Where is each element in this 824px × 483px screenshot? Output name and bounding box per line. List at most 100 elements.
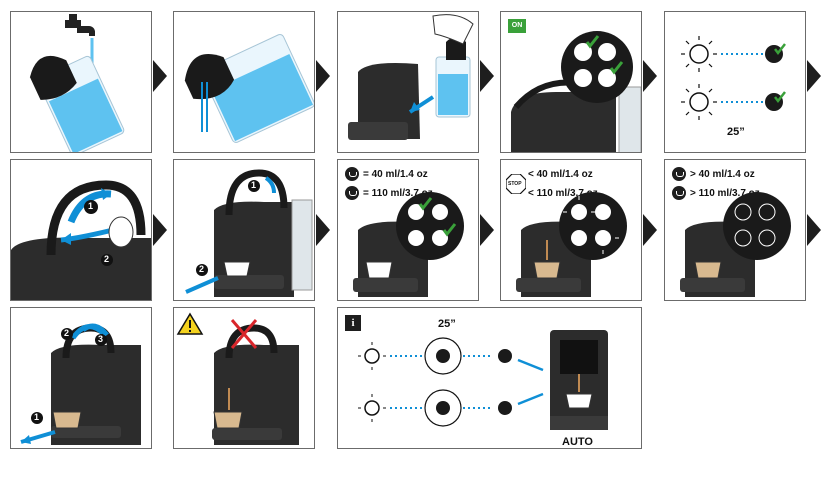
cup-icon [52, 411, 82, 429]
checkmark-icon [774, 43, 786, 56]
callout-1: 1 [251, 180, 257, 190]
espresso-button-icon [436, 349, 450, 363]
water-tank-icon [184, 33, 314, 143]
cup-icon [565, 393, 593, 409]
stop-brewing-illustration [516, 192, 627, 297]
espresso-button-icon [345, 167, 359, 181]
stop-espresso-label: < 40 ml/1.4 oz [528, 169, 593, 180]
open-lever-illustration [11, 180, 151, 300]
switch-on-illustration [511, 31, 641, 152]
stop-sign-icon [506, 174, 526, 194]
lungo-button-icon [498, 401, 512, 415]
espresso-volume-label: = 40 ml/1.4 oz [363, 169, 428, 180]
lungo-button-icon [595, 204, 611, 220]
close-lid-illustration [184, 33, 314, 143]
warning-icon [176, 312, 204, 335]
panel-larger-volume: > 40 ml/1.4 oz > 110 ml/3.7 oz [664, 159, 806, 301]
espresso-button-icon [408, 230, 424, 246]
capsule-icon [108, 216, 134, 248]
step-arrow [807, 214, 821, 246]
panel-heat-up: 25” [664, 11, 806, 153]
step-arrow [643, 214, 657, 246]
machine-front-icon [550, 330, 608, 430]
lungo-button-icon [758, 229, 776, 247]
cup-icon [694, 261, 722, 279]
checkmark-icon [418, 197, 433, 211]
callout-3: 3 [98, 334, 104, 344]
lungo-volume-label: = 110 ml/3.7 oz [363, 188, 433, 199]
panel-brew-volumes: = 40 ml/1.4 oz = 110 ml/3.7 oz [337, 159, 479, 301]
lungo-button-icon [345, 186, 359, 200]
espresso-button-icon [734, 203, 752, 221]
cup-icon [365, 261, 393, 279]
lungo-button-icon [598, 69, 616, 87]
panel-info-auto: i 25” AUTO [337, 307, 642, 449]
water-tank-icon [435, 37, 471, 118]
close-lever-illustration [185, 169, 313, 297]
auto-time-label: 25” [438, 318, 456, 330]
step-arrow [316, 60, 330, 92]
water-tank-icon [29, 55, 125, 152]
rinse-time-label: 25” [727, 126, 745, 138]
callout-2: 2 [104, 254, 110, 264]
espresso-button-icon [574, 43, 592, 61]
on-badge: ON [508, 19, 526, 33]
lungo-button-icon [595, 230, 611, 246]
lungo-button-icon [598, 43, 616, 61]
lungo-button-icon [758, 203, 776, 221]
espresso-button-icon [571, 204, 587, 220]
button-panel-zoom [561, 31, 633, 103]
stop-sign-label: STOP [508, 181, 522, 187]
panel-stop-brewing: STOP < 40 ml/1.4 oz < 110 ml/3.7 oz [500, 159, 642, 301]
cup-icon [223, 261, 251, 277]
callout-2: 2 [199, 264, 205, 274]
callout-1: 1 [88, 201, 94, 211]
espresso-button-icon [408, 204, 424, 220]
panel-open-lever: 1 2 [10, 159, 152, 301]
callout-2: 2 [64, 328, 70, 338]
panel-insert-tank [337, 11, 479, 153]
panel-remove-cup: 2 3 1 [10, 307, 152, 449]
checkmark-icon [585, 35, 600, 49]
hand-icon [432, 14, 474, 45]
larger-volume-illustration [680, 192, 791, 297]
blinking-button-icon [681, 36, 717, 72]
callout-1: 1 [34, 412, 40, 422]
panel-switch-on: ON [500, 11, 642, 153]
espresso-button-icon [571, 230, 587, 246]
brew-illustration [353, 192, 464, 297]
lungo-button-icon [672, 186, 686, 200]
more-espresso-label: > 40 ml/1.4 oz [690, 169, 755, 180]
espresso-button-icon [498, 349, 512, 363]
auto-label: AUTO [562, 436, 593, 448]
blinking-button-icon [681, 84, 717, 120]
auto-off-illustration [358, 330, 608, 430]
step-arrow [153, 60, 167, 92]
remove-cup-illustration [20, 323, 141, 445]
step-arrow [643, 60, 657, 92]
panel-fill-water-tank [10, 11, 152, 153]
insert-tank-illustration [348, 14, 474, 140]
panel-close-tank-lid [173, 11, 315, 153]
step-arrow [316, 214, 330, 246]
panel-close-lever-place-cup: 1 2 [173, 159, 315, 301]
blinking-button-icon [358, 394, 386, 422]
cup-icon [213, 411, 243, 429]
more-lungo-label: > 110 ml/3.7 oz [690, 188, 760, 199]
checkmark-icon [609, 61, 624, 75]
panel-warning-lever [173, 307, 315, 449]
step-arrow [480, 214, 494, 246]
step-arrow [807, 60, 821, 92]
cup-icon [533, 261, 561, 279]
espresso-button-icon [672, 167, 686, 181]
checkmark-icon [774, 91, 786, 104]
step-arrow [153, 214, 167, 246]
stop-lungo-label: < 110 ml/3.7 oz [528, 188, 598, 199]
step-arrow [480, 60, 494, 92]
warning-illustration [176, 312, 299, 445]
lungo-button-icon [765, 93, 783, 111]
info-badge: i [345, 315, 361, 331]
espresso-button-icon [734, 229, 752, 247]
espresso-button-icon [765, 45, 783, 63]
fill-tank-illustration [29, 14, 125, 152]
